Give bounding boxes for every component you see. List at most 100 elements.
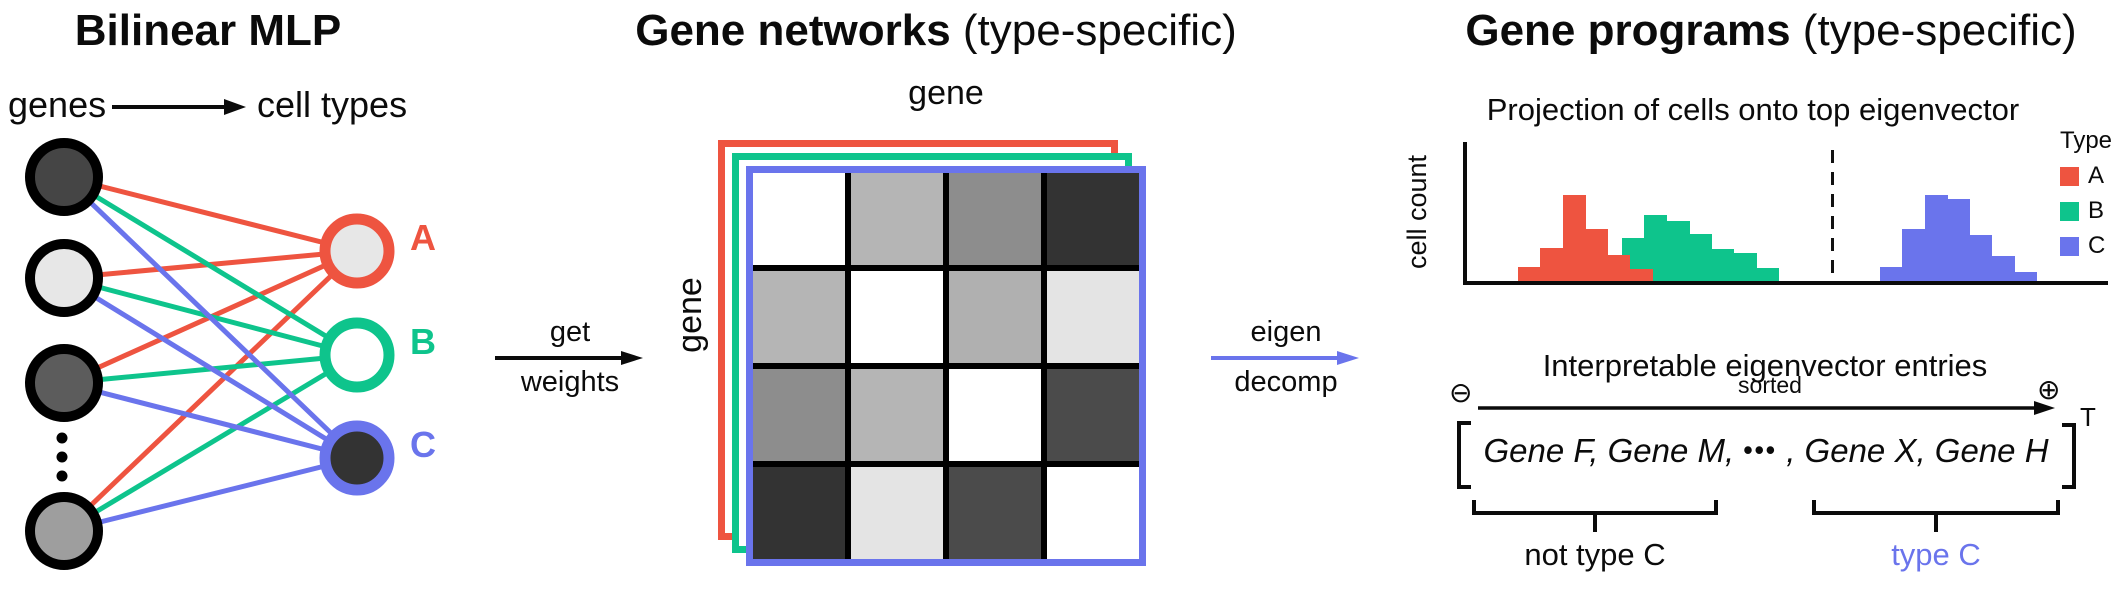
gene-programs-panel: Gene programs (type-specific) Projection… <box>1380 0 2126 591</box>
histogram-bar-C <box>2014 272 2037 281</box>
matrix-cell <box>753 173 845 265</box>
legend-title: Type <box>2060 127 2113 154</box>
bilinear-mlp-panel: Bilinear MLP genes cell types <box>0 0 480 591</box>
minus-circle-icon: ⊖ <box>1449 377 1473 408</box>
type-c-brace <box>1812 500 2060 532</box>
histogram-bar-C <box>1947 199 1970 281</box>
title-regular-part: (type-specific) <box>950 6 1237 55</box>
brace-tick <box>1934 514 1938 532</box>
dot <box>56 470 68 482</box>
matrix-cell <box>753 467 845 559</box>
type-b-label: B <box>410 321 436 362</box>
matrix-cell <box>1047 271 1139 363</box>
vector-ellipsis: ••• <box>1743 435 1778 465</box>
panel-title-gene-networks: Gene networks (type-specific) <box>536 6 1336 57</box>
transpose-symbol: T <box>2080 402 2096 432</box>
histogram-bar-C <box>1992 256 2015 281</box>
title-regular-part: (type-specific) <box>1790 6 2077 55</box>
sorted-label: sorted <box>1738 372 1802 398</box>
matrix-top-axis-label: gene <box>908 74 984 112</box>
edge <box>62 249 359 533</box>
type-c-label: type C <box>1891 537 1981 572</box>
eigenvector-entries-heading: Interpretable eigenvector entries <box>1542 348 1988 383</box>
matrix-cell <box>949 467 1041 559</box>
edge <box>62 175 359 460</box>
histogram-bar-C <box>1969 235 1992 281</box>
legend-item-b: B <box>2060 197 2112 225</box>
gene-node-3 <box>25 344 103 422</box>
ellipsis-dots <box>56 432 68 482</box>
legend-label-c: C <box>2088 232 2106 259</box>
histogram-plot <box>1463 142 2108 285</box>
get-weights-label-top: get <box>549 316 591 348</box>
edge <box>63 455 358 534</box>
edge <box>62 174 359 358</box>
eigen-decomp-label-bottom: decomp <box>1234 365 1338 398</box>
sorted-arrow <box>1478 401 2055 415</box>
eigen-decomp-arrow-block: eigen decomp <box>1206 316 1366 399</box>
plus-circle-icon: ⊕ <box>2037 374 2061 405</box>
legend-item-a: A <box>2060 162 2112 190</box>
histogram-legend: Type A B C <box>2060 127 2112 260</box>
legend-label-a: A <box>2088 162 2105 189</box>
histogram-bar-C <box>1880 267 1903 281</box>
histogram-bar-C <box>1902 229 1925 281</box>
open-bracket <box>1457 421 1471 489</box>
matrix-cell <box>851 369 943 461</box>
histogram-bar-A <box>1607 255 1630 281</box>
gene-node-2 <box>25 239 103 317</box>
matrix-cell <box>1047 173 1139 265</box>
matrix-cell <box>851 271 943 363</box>
cell-type-node-c <box>319 420 395 496</box>
gene-node-4 <box>25 492 103 570</box>
histogram-bar-A <box>1585 229 1608 281</box>
genes-to-celltypes-arrow <box>112 99 246 115</box>
matrix-cell <box>949 173 1041 265</box>
edges-to-type-c <box>62 175 359 534</box>
matrix-cell <box>851 173 943 265</box>
title-bold-part: Gene networks <box>635 6 951 55</box>
histogram-bar-A <box>1630 269 1653 281</box>
matrix-cell <box>1047 467 1139 559</box>
eigenvector-entries-text: Gene F, Gene M, ••• , Gene X, Gene H <box>1470 432 2062 470</box>
brace-tick <box>1593 514 1597 532</box>
legend-swatch-b <box>2060 201 2079 221</box>
eigen-decomp-label-top: eigen <box>1250 316 1322 348</box>
threshold-dashed-line <box>1831 150 1834 281</box>
gene-networks-panel: Gene networks (type-specific) get weight… <box>480 0 1380 591</box>
title-bold-part: Gene programs <box>1465 6 1791 55</box>
matrix-cell <box>949 271 1041 363</box>
genes-label: genes <box>8 84 107 125</box>
edges-to-type-b <box>62 174 359 534</box>
legend-swatch-c <box>2060 236 2079 256</box>
arrow-head <box>1337 350 1359 365</box>
matrix-cell <box>753 271 845 363</box>
edge <box>63 380 358 461</box>
histogram-bar-A <box>1540 248 1563 281</box>
matrix-cell <box>851 467 943 559</box>
cell-count-ylabel: cell count <box>1402 154 1432 270</box>
matrix-left-axis-label: gene <box>671 277 709 353</box>
histogram-bar-B <box>1689 234 1712 281</box>
type-a-label: A <box>410 217 436 258</box>
cell-types-label: cell types <box>257 84 408 125</box>
matrix-cell <box>1047 369 1139 461</box>
edge <box>62 275 359 461</box>
gene-node-1 <box>25 138 103 216</box>
histogram-bar-A <box>1563 195 1586 281</box>
not-type-c-brace <box>1472 500 1718 532</box>
arrow-head <box>224 99 246 115</box>
arrow-head <box>2034 401 2055 415</box>
legend-item-c: C <box>2060 232 2112 260</box>
edges-to-type-a <box>62 174 359 533</box>
panel-title-bilinear-mlp: Bilinear MLP <box>74 6 342 55</box>
close-bracket <box>2062 423 2076 489</box>
vector-right-genes: , Gene X, Gene H <box>1786 432 2049 469</box>
type-c-label: C <box>410 424 436 465</box>
matrix-cell <box>949 369 1041 461</box>
histogram-bar-B <box>1644 215 1667 281</box>
histogram-bar-A <box>1518 267 1541 281</box>
vector-left-genes: Gene F, Gene M, <box>1483 432 1735 469</box>
histogram-bar-B <box>1711 249 1734 281</box>
legend-swatch-a <box>2060 166 2079 186</box>
